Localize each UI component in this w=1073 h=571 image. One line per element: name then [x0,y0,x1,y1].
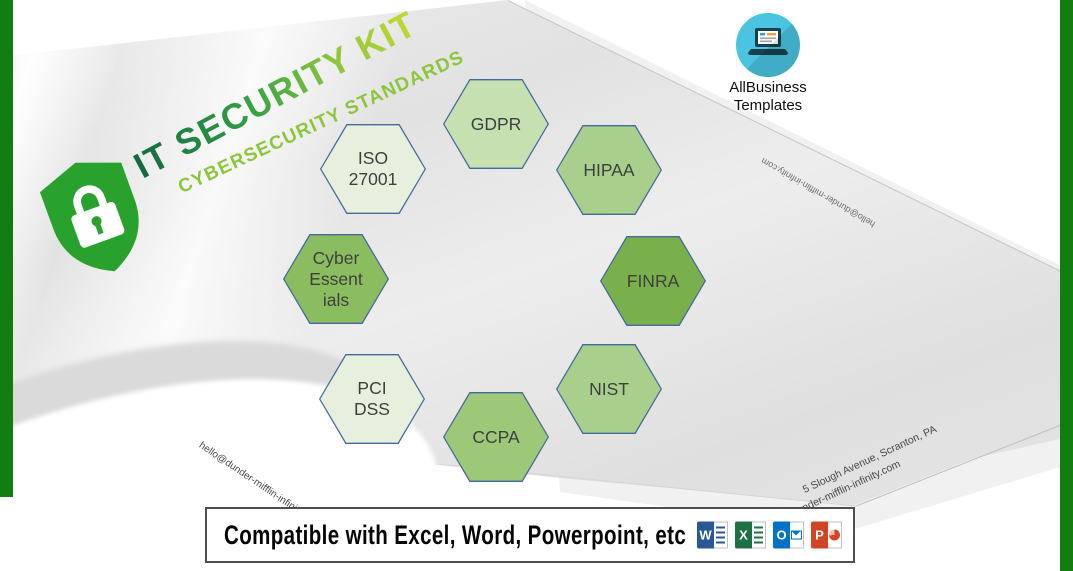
word-letter: W [697,521,714,549]
excel-page [752,521,766,549]
shield-lock-icon [17,139,173,295]
logo-text-line2: Templates [733,97,803,114]
outlook-envelope [790,521,804,549]
logo-badge [736,13,800,77]
hexagon-finra: FINRA [600,236,706,326]
hexagon-nist: NIST [556,344,662,434]
right-edge-bar [1060,0,1073,571]
hexagon-ccpa: CCPA [443,392,549,482]
hexagon-label: GDPR [444,80,548,168]
laptop-icon [748,28,788,55]
powerpoint-letter: P [811,521,828,549]
logo-text-line1: AllBusiness [729,79,807,96]
word-icon: W [697,521,728,549]
compatibility-bar: Compatible with Excel, Word, Powerpoint,… [205,507,855,563]
excel-letter: X [735,521,752,549]
office-app-icons: W X O P [697,521,842,549]
excel-icon: X [735,521,766,549]
hexagon-label: CCPA [444,393,548,481]
allbusiness-logo: AllBusiness Templates [700,10,836,115]
hexagon-hipaa: HIPAA [556,125,662,215]
hexagon-label: HIPAA [557,126,661,214]
hexagon-label: NIST [557,345,661,433]
powerpoint-icon: P [811,521,842,549]
left-edge-bar [0,0,13,497]
compatibility-text: Compatible with Excel, Word, Powerpoint,… [224,519,687,550]
outlook-icon: O [773,521,804,549]
powerpoint-slide [828,521,842,549]
word-page [714,521,728,549]
hexagon-gdpr: GDPR [443,79,549,169]
outlook-letter: O [773,521,790,549]
hexagon-label: FINRA [601,237,705,325]
